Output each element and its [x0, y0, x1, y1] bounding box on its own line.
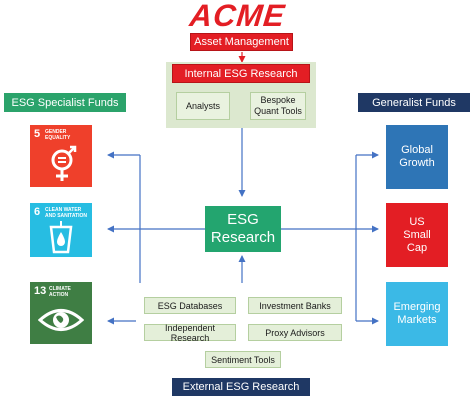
- water-drop-icon: [49, 221, 73, 254]
- sdg-label: GENDER EQUALITY: [45, 129, 71, 141]
- generalist-funds-title: Generalist Funds: [358, 93, 470, 112]
- investment-banks-box: Investment Banks: [248, 297, 342, 314]
- proxy-advisors-box: Proxy Advisors: [248, 324, 342, 341]
- asset-management-box: Asset Management: [190, 33, 293, 51]
- internal-research-title: Internal ESG Research: [172, 64, 310, 83]
- esg-research-node: ESG Research: [205, 206, 281, 252]
- sdg-number: 6: [34, 206, 41, 218]
- bespoke-quant-tools-box: Bespoke Quant Tools: [250, 92, 306, 120]
- acme-logo: ACME: [188, 0, 288, 33]
- sdg-label: CLIMATE ACTION: [49, 286, 71, 298]
- sdg-6-clean-water-tile: 6 CLEAN WATER AND SANITATION: [30, 203, 92, 257]
- esg-specialist-funds-title: ESG Specialist Funds: [4, 93, 126, 112]
- eye-globe-icon: [38, 309, 84, 331]
- fund-global-growth: Global Growth: [386, 125, 448, 189]
- fund-emerging-markets: Emerging Markets: [386, 282, 448, 346]
- independent-research-box: Independent Research: [144, 323, 236, 343]
- gender-equality-icon: [51, 145, 77, 181]
- sdg-label: CLEAN WATER AND SANITATION: [45, 207, 88, 219]
- sdg-number: 13: [34, 285, 47, 297]
- fund-us-small-cap: US Small Cap: [386, 203, 448, 267]
- sdg-number: 5: [34, 128, 41, 140]
- external-research-title: External ESG Research: [172, 378, 310, 396]
- esg-databases-box: ESG Databases: [144, 297, 236, 314]
- sdg-13-climate-action-tile: 13 CLIMATE ACTION: [30, 282, 92, 344]
- sdg-5-gender-equality-tile: 5 GENDER EQUALITY: [30, 125, 92, 187]
- analysts-box: Analysts: [176, 92, 230, 120]
- sentiment-tools-box: Sentiment Tools: [205, 351, 281, 368]
